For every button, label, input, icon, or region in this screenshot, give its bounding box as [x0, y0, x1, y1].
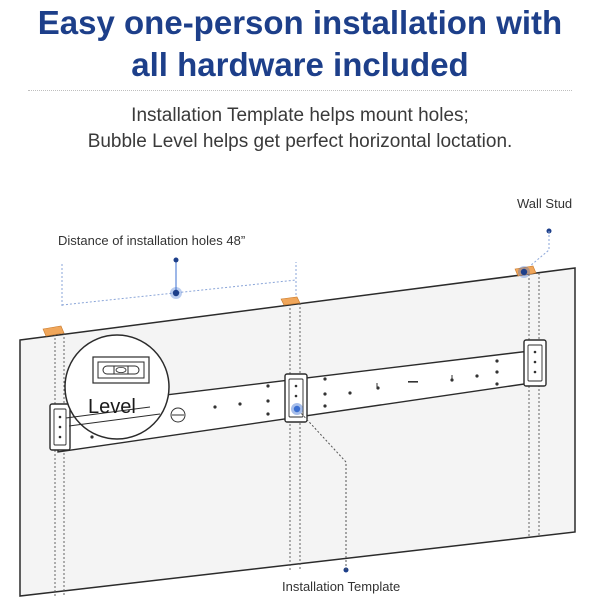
subheadline-line-1: Installation Template helps mount holes;: [131, 105, 469, 126]
subheadline: Installation Template helps mount holes;…: [0, 103, 600, 155]
wall-studs: [54, 273, 540, 596]
right-bracket-plate: [523, 339, 547, 387]
wall-stud-label: Wall Stud: [517, 196, 573, 211]
wall-panel: [19, 267, 576, 597]
callout-dots: [170, 228, 552, 573]
installation-template-label: Installation Template: [282, 579, 401, 594]
header-divider: [28, 90, 572, 91]
level-label: Level: [88, 396, 136, 418]
headline-line-2: all hardware included: [131, 46, 469, 83]
distance-label: Distance of installation holes 48”: [58, 233, 246, 248]
headline: Easy one-person installation with all ha…: [0, 0, 600, 86]
subheadline-line-2: Bubble Level helps get perfect horizonta…: [87, 131, 513, 152]
bubble-level-callout: Level: [64, 334, 170, 440]
template-keyholes: [376, 375, 453, 389]
center-bracket-plate: [284, 373, 308, 423]
left-bracket-plate: [49, 403, 71, 451]
distance-dimension: [61, 260, 297, 306]
leader-lines: [299, 231, 550, 570]
headline-line-1: Easy one-person installation with: [37, 4, 563, 41]
